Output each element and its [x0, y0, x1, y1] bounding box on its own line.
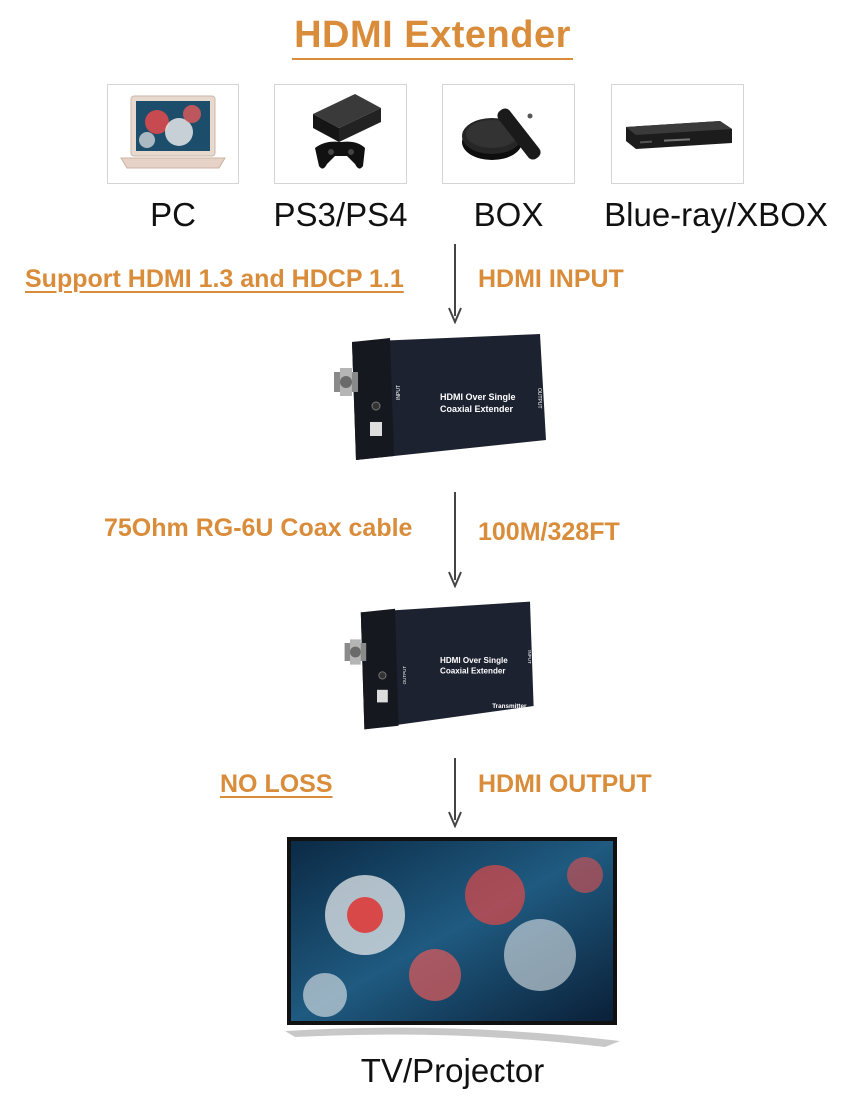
source-label-tvbox: BOX	[473, 196, 544, 233]
hdmi-output-label: HDMI OUTPUT	[478, 770, 652, 798]
receiver-port-left: INPUT	[396, 385, 402, 400]
tv-box-icon	[461, 108, 541, 160]
transmitter-port-left: OUTPUT	[402, 666, 407, 685]
source-label-console: PS3/PS4	[273, 196, 408, 233]
distance-label: 100M/328FT	[478, 518, 620, 546]
source-label-bluray: Blue-ray/XBOX	[604, 196, 828, 233]
transmitter-role: Transmitter	[492, 703, 527, 710]
arrow-down-icon	[448, 758, 462, 828]
source-box-bluray	[611, 84, 744, 184]
game-console-icon	[312, 94, 381, 169]
receiver-role: Receiver	[506, 445, 535, 452]
transmitter-name-line1: HDMI Over Single	[440, 656, 508, 665]
receiver-port-right: OUTPUT	[536, 388, 542, 409]
bluray-player-icon	[625, 121, 732, 149]
hdmi-support-label: Support HDMI 1.3 and HDCP 1.1	[25, 265, 404, 293]
source-label-pc: PC	[150, 196, 196, 233]
source-box-tvbox	[442, 84, 575, 184]
hdmi-input-label: HDMI INPUT	[478, 265, 624, 293]
transmitter-name-line2: Coaxial Extender	[440, 667, 506, 676]
transmitter-port-right: INPUT	[527, 650, 532, 664]
page-title: HDMI Extender	[0, 14, 865, 60]
transmitter-device: HDMI Over Single Coaxial Extender Transm…	[344, 601, 534, 730]
source-box-pc	[107, 84, 239, 184]
no-loss-label: NO LOSS	[220, 770, 333, 798]
laptop-icon	[120, 95, 226, 169]
source-box-console	[274, 84, 407, 184]
receiver-name-line2: Coaxial Extender	[440, 404, 514, 414]
tv-screen-icon	[285, 837, 620, 1047]
arrow-down-icon	[448, 492, 462, 588]
receiver-name-line1: HDMI Over Single	[440, 392, 516, 402]
arrow-down-icon	[448, 244, 462, 324]
receiver-device: HDMI Over Single Coaxial Extender Receiv…	[334, 334, 546, 460]
cable-label: 75Ohm RG-6U Coax cable	[104, 514, 413, 542]
tv-display	[285, 835, 620, 1055]
tv-label: TV/Projector	[360, 1052, 545, 1089]
